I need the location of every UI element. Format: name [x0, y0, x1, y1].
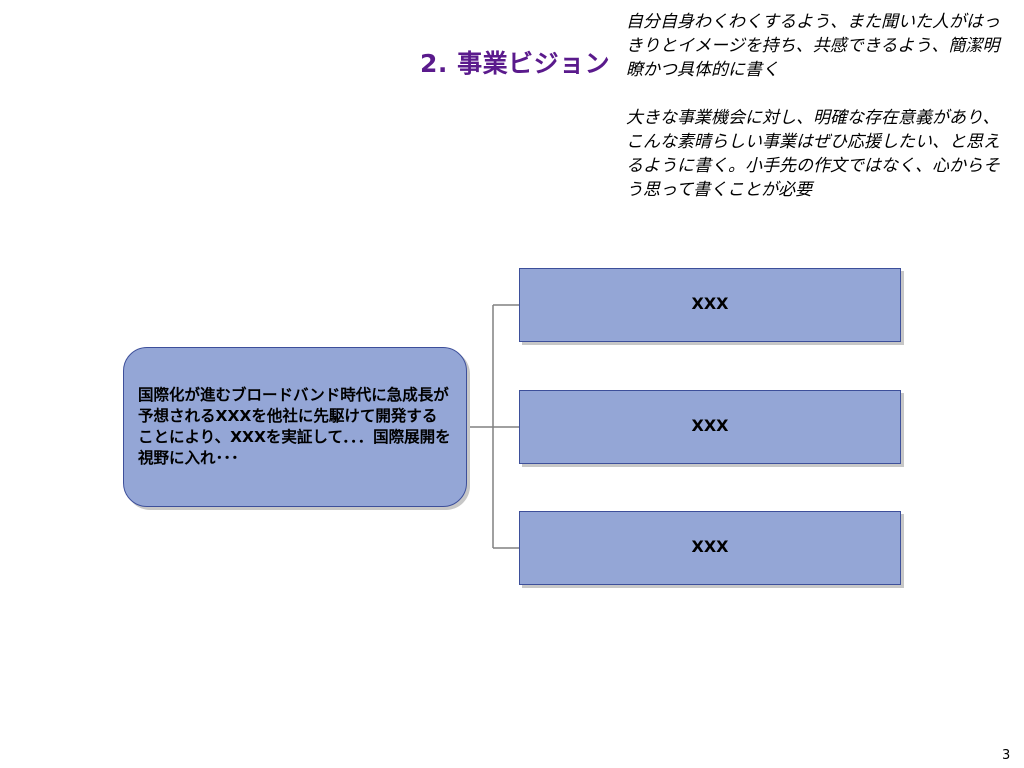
- slide-title: 2. 事業ビジョン: [420, 49, 611, 78]
- guidance-notes: 自分自身わくわくするよう、また聞いた人がはっきりとイメージを持ち、共感できるよう…: [626, 10, 1016, 202]
- guidance-paragraph-1: 自分自身わくわくするよう、また聞いた人がはっきりとイメージを持ち、共感できるよう…: [626, 12, 1000, 80]
- guidance-paragraph-2: 大きな事業機会に対し、明確な存在意義があり、こんな素晴らしい事業はぜひ応援したい…: [626, 108, 1000, 200]
- vision-box: 国際化が進むブロードバンド時代に急成長が予想されるXXXを他社に先駆けて開発する…: [123, 347, 467, 507]
- branch-box-3: XXX: [519, 511, 901, 585]
- branch-label-3: XXX: [691, 537, 729, 556]
- branch-label-2: XXX: [691, 416, 729, 435]
- branch-label-1: XXX: [691, 294, 729, 313]
- branch-box-1: XXX: [519, 268, 901, 342]
- vision-text: 国際化が進むブロードバンド時代に急成長が予想されるXXXを他社に先駆けて開発する…: [138, 386, 451, 467]
- page-number: 3: [1002, 748, 1011, 763]
- branch-box-2: XXX: [519, 390, 901, 464]
